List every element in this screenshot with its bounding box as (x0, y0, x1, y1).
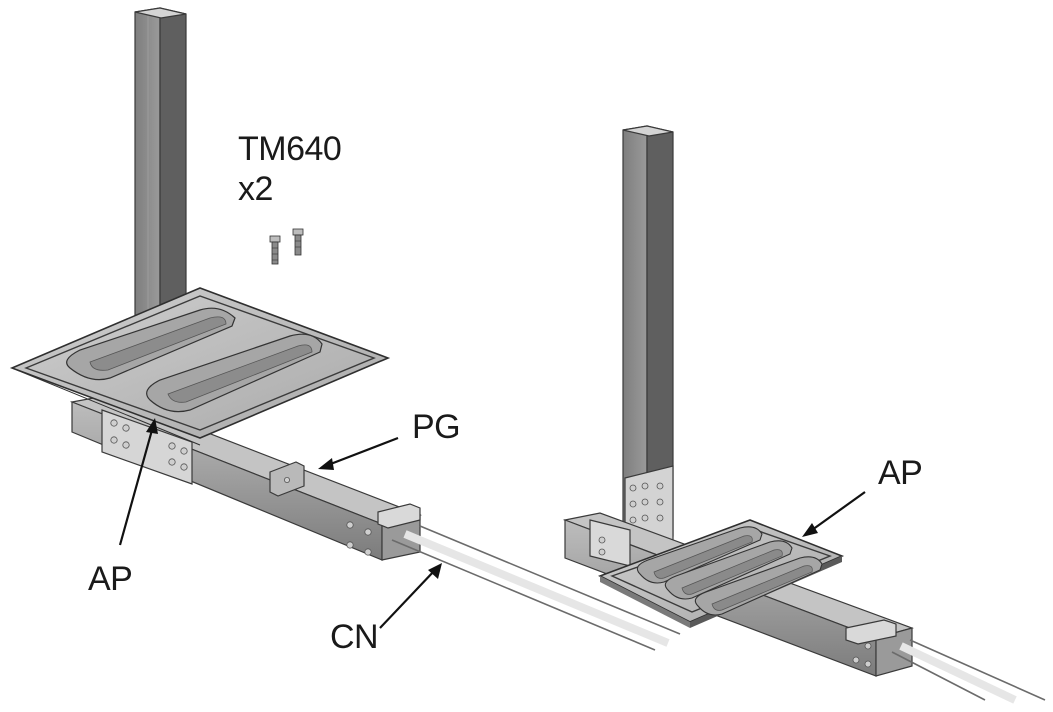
ap-right-label: AP (878, 454, 922, 492)
ap-left-label: AP (88, 560, 132, 598)
fastener-code-label: TM640 (238, 130, 341, 168)
left-vertical-post (134, 7, 187, 335)
left-beam-pg (69, 394, 423, 561)
left-assembly (9, 7, 681, 651)
left-beam-bolts (110, 419, 372, 556)
left-ap-plate (9, 287, 391, 446)
cn-leader-arrow (379, 563, 442, 629)
fastener-qty-label: x2 (238, 170, 273, 208)
left-plate-ovals (66, 307, 323, 413)
right-vertical-post (622, 125, 674, 557)
tm640-screws-icon (269, 228, 304, 265)
pg-leader-arrow (318, 436, 399, 470)
right-post-bolts (629, 482, 664, 524)
cn-label: CN (330, 618, 378, 656)
right-plate-ovals (636, 526, 823, 616)
ap-right-leader-arrow (802, 491, 866, 537)
right-cn-rails (891, 639, 1046, 704)
pg-label: PG (412, 408, 460, 446)
right-ap-plate (598, 519, 845, 628)
ap-left-leader-arrow (118, 418, 158, 546)
right-assembly (562, 125, 1046, 704)
left-cn-rails (391, 525, 681, 651)
